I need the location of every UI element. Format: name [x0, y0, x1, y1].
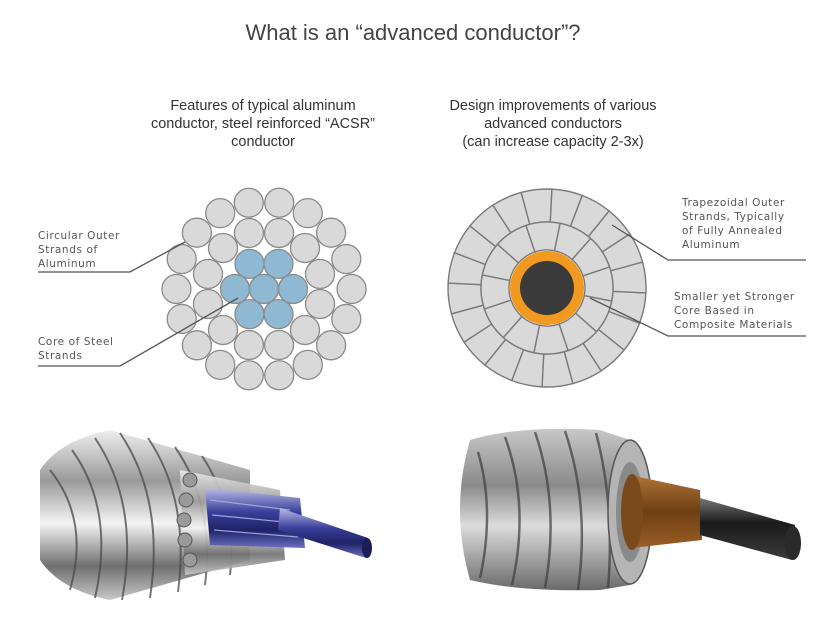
- aluminum-strand: [207, 232, 239, 264]
- steel-strand: [263, 298, 294, 330]
- aluminum-strand: [292, 198, 323, 229]
- acsr-subtitle: Features of typical aluminum conductor, …: [150, 98, 376, 150]
- aluminum-strand: [233, 217, 265, 249]
- acsr-3d-cable-image: [40, 430, 372, 601]
- aluminum-strand: [289, 314, 321, 346]
- leader-steel-core: [38, 297, 239, 367]
- trapezoidal-strand: [582, 266, 614, 302]
- aluminum-strand: [263, 329, 295, 361]
- aluminum-strand: [315, 330, 347, 361]
- leader-outer-aluminum: [38, 241, 186, 273]
- label-trapezoidal-strands: Trapezoidal Outer Strands, Typically of …: [682, 197, 785, 251]
- leader-trapezoidal: [611, 224, 806, 261]
- aluminum-strand: [192, 288, 224, 320]
- aluminum-strand: [264, 360, 295, 391]
- aluminum-strand: [181, 330, 213, 361]
- aluminum-strand: [331, 243, 362, 275]
- steel-strand: [248, 273, 280, 305]
- aluminum-strand: [331, 303, 362, 335]
- steel-strand: [234, 248, 265, 280]
- aluminum-strand: [233, 187, 264, 218]
- aluminum-strand: [166, 243, 197, 275]
- label-steel-core: Core of Steel Strands: [38, 336, 114, 362]
- aluminum-strand: [205, 198, 236, 229]
- aluminum-strand: [264, 187, 295, 218]
- aluminum-strand: [304, 288, 336, 320]
- steel-strand: [219, 273, 251, 305]
- aluminum-strand: [192, 258, 224, 290]
- label-outer-aluminum-strands: Circular Outer Strands of Aluminum: [38, 230, 120, 270]
- aluminum-strand: [207, 314, 239, 346]
- aluminum-strand: [336, 273, 367, 305]
- leader-composite-core: [589, 297, 806, 337]
- aluminum-strand: [315, 217, 347, 248]
- acsr-cross-section: [161, 187, 367, 391]
- aluminum-strand: [233, 329, 265, 361]
- steel-strand: [277, 273, 309, 305]
- leader-lines: [38, 224, 806, 367]
- composite-core: [520, 261, 574, 315]
- aluminum-strand: [205, 349, 236, 380]
- steel-strand: [234, 298, 265, 330]
- advanced-cross-section: [447, 188, 647, 388]
- steel-strand: [263, 248, 294, 280]
- aluminum-strand: [289, 232, 321, 264]
- advanced-3d-cable-image: [460, 428, 801, 591]
- advanced-subtitle: Design improvements of various advanced …: [449, 98, 657, 150]
- aluminum-strand: [161, 273, 192, 305]
- label-composite-core: Smaller yet Stronger Core Based in Compo…: [674, 291, 795, 331]
- aluminum-strand: [233, 360, 264, 391]
- aluminum-strand: [292, 349, 323, 380]
- page-title: What is an “advanced conductor”?: [245, 20, 581, 45]
- aluminum-strand: [181, 217, 213, 248]
- aluminum-strand: [263, 217, 295, 249]
- aluminum-strand: [304, 258, 336, 290]
- aluminum-strand: [166, 303, 197, 335]
